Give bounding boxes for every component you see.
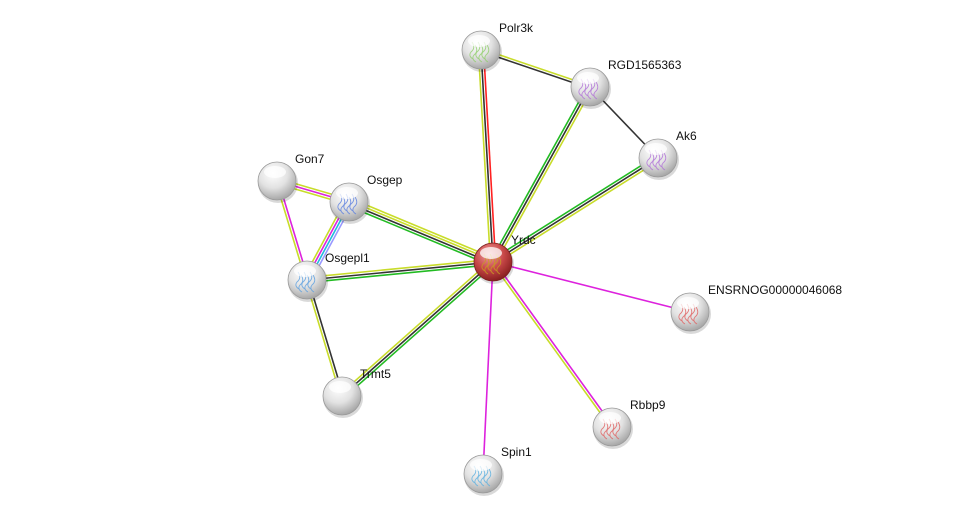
edge-evidence-line [304, 280, 342, 397]
node-label[interactable]: Polr3k [499, 21, 534, 35]
edge-Yrdc-Spin1[interactable] [482, 261, 494, 475]
edge-Yrdc-Trmt5[interactable] [339, 259, 496, 399]
edge-Yrdc-Osgepl1[interactable] [306, 258, 494, 284]
edge-evidence-line [492, 261, 691, 313]
node-label[interactable]: Yrdc [511, 233, 536, 247]
nodes-layer: Polr3kRGD1565363Ak6Gon7OsgepYrdcOsgepl1E… [257, 21, 842, 496]
node-highlight [336, 187, 358, 199]
node-label[interactable]: Gon7 [295, 152, 325, 166]
edge-evidence-line [492, 86, 591, 263]
edge-evidence-line [480, 49, 494, 263]
edge-evidence-line [493, 159, 660, 265]
edge-Yrdc-Osgep[interactable] [347, 197, 495, 267]
edge-evidence-line [491, 155, 658, 261]
edge-Yrdc-Ak6[interactable] [491, 155, 660, 265]
node-highlight [599, 412, 621, 424]
edge-evidence-line [343, 263, 496, 399]
edge-evidence-line [492, 157, 659, 263]
edge-evidence-line [491, 262, 612, 429]
edge-Osgepl1-Trmt5[interactable] [304, 279, 345, 397]
edge-evidence-line [482, 261, 494, 475]
edge-evidence-line [349, 200, 494, 262]
node-Rbbp9[interactable]: Rbbp9 [592, 398, 666, 449]
edge-evidence-line [493, 260, 614, 427]
node-highlight [329, 381, 351, 393]
edge-Yrdc-Rbbp9[interactable] [491, 260, 614, 429]
node-highlight [294, 265, 316, 277]
edge-evidence-line [494, 87, 593, 264]
edge-evidence-line [482, 49, 497, 262]
node-label[interactable]: Rbbp9 [630, 398, 666, 412]
node-label[interactable]: Spin1 [501, 445, 532, 459]
node-Yrdc[interactable]: Yrdc [473, 233, 536, 284]
edge-evidence-line [350, 197, 495, 260]
node-Trmt5[interactable]: Trmt5 [322, 367, 391, 418]
node-Spin1[interactable]: Spin1 [463, 445, 532, 496]
edge-evidence-line [339, 259, 492, 395]
edge-Yrdc-ENSRNOG00000046068[interactable] [492, 261, 691, 313]
edge-evidence-line [306, 261, 494, 281]
node-label[interactable]: Ak6 [676, 129, 697, 143]
node-Osgep[interactable]: Osgep [329, 173, 403, 224]
node-label[interactable]: Osgepl1 [325, 251, 370, 265]
node-Polr3k[interactable]: Polr3k [461, 21, 534, 72]
node-Osgepl1[interactable]: Osgepl1 [287, 251, 370, 302]
edge-Yrdc-Polr3k[interactable] [477, 49, 497, 263]
edge-evidence-line [307, 263, 494, 284]
node-label[interactable]: Trmt5 [360, 367, 391, 381]
edge-evidence-line [307, 279, 345, 396]
node-highlight [677, 297, 699, 309]
edge-Yrdc-RGD1565363[interactable] [490, 85, 593, 264]
node-highlight [645, 143, 667, 155]
edge-evidence-line [348, 202, 493, 264]
node-label[interactable]: Osgep [367, 173, 403, 187]
node-highlight [468, 35, 490, 47]
node-Ak6[interactable]: Ak6 [638, 129, 697, 180]
edge-evidence-line [477, 50, 492, 263]
edge-evidence-line [341, 261, 494, 397]
node-Gon7[interactable]: Gon7 [257, 152, 325, 203]
node-highlight [577, 72, 599, 84]
node-highlight [470, 459, 492, 471]
node-RGD1565363[interactable]: RGD1565363 [570, 58, 682, 109]
node-ENSRNOG00000046068[interactable]: ENSRNOG00000046068 [670, 283, 842, 334]
node-highlight [264, 166, 286, 178]
node-label[interactable]: ENSRNOG00000046068 [708, 283, 842, 297]
edge-evidence-line [490, 85, 589, 262]
node-label[interactable]: RGD1565363 [608, 58, 682, 72]
edge-evidence-line [347, 204, 492, 267]
node-highlight [480, 247, 502, 259]
edge-evidence-line [306, 258, 493, 279]
